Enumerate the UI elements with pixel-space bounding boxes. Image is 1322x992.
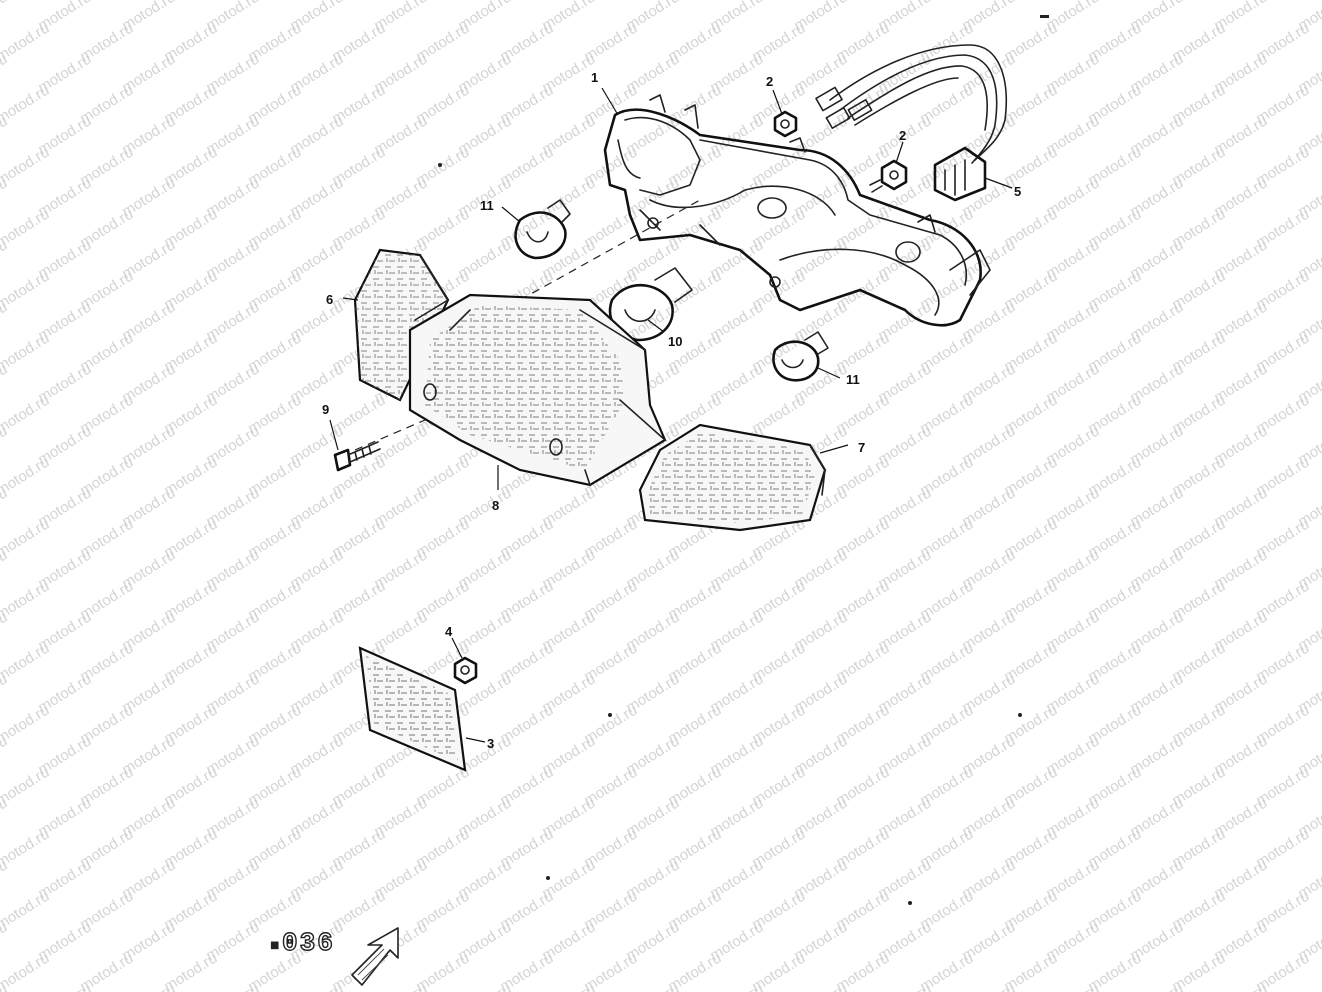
wire-connector-icon (933, 146, 987, 202)
watermark-text: motod.ru (1295, 981, 1322, 992)
nut-icon (773, 110, 798, 138)
watermark-text: motod.ru (959, 981, 1018, 992)
watermark-text: motod.ru (0, 826, 52, 872)
watermark-text: motod.ru (0, 516, 52, 562)
watermark-text: motod.ru (791, 981, 850, 992)
callout-11b: 11 (846, 372, 860, 387)
screw-icon (333, 441, 381, 472)
watermark-text: motod.ru (0, 764, 52, 810)
callout-9: 9 (322, 402, 329, 417)
page-reference: ■ 036 (270, 927, 399, 986)
watermark-text: motod.ru (0, 392, 52, 438)
watermark-text: motod.ru (1043, 981, 1102, 992)
watermark-text: motod.ru (0, 888, 52, 934)
watermark-text: motod.ru (0, 144, 52, 190)
watermark-text: motod.ru (0, 20, 52, 66)
callout-2b: 2 (899, 128, 906, 143)
right-turn-signal-lens (638, 423, 827, 532)
watermark-text: motod.ru (287, 981, 346, 992)
watermark-text: motod.ru (1127, 981, 1186, 992)
light-bulb-icon (514, 199, 571, 260)
wiring-harness (815, 44, 1008, 164)
nut-icon (453, 656, 478, 685)
callout-11a: 11 (480, 198, 494, 213)
callout-5: 5 (1014, 184, 1021, 199)
callout-7: 7 (858, 440, 865, 455)
light-bulb-icon (772, 331, 829, 382)
callout-1: 1 (591, 70, 598, 85)
watermark-text: motod.ru (371, 981, 430, 992)
callout-8: 8 (492, 498, 499, 513)
watermark-text: motod.ru (539, 981, 598, 992)
reference-number: 036 (282, 928, 335, 958)
nut-icon (869, 159, 908, 193)
callout-6: 6 (326, 292, 333, 307)
watermark-text: motod.ru (0, 82, 52, 128)
scan-specks (438, 15, 1049, 905)
watermark-text: motod.ru (875, 981, 934, 992)
callout-2a: 2 (766, 74, 773, 89)
arrow-up-right-icon (351, 927, 399, 986)
callout-4: 4 (445, 624, 453, 639)
callout-labels: 1 2 2 3 4 5 6 7 8 9 10 11 11 (322, 70, 1021, 751)
leader-lines (329, 87, 1013, 743)
watermark-text: motod.ru (0, 0, 10, 34)
watermark-text: motod.ru (455, 981, 514, 992)
watermark-text: motod.ru (0, 702, 52, 748)
watermark-text: motod.ru (203, 981, 262, 992)
watermark-text: motod.ru (35, 981, 94, 992)
callout-10: 10 (668, 334, 682, 349)
housing-bracket (603, 94, 991, 327)
watermark-text: motod.ru (1211, 981, 1270, 992)
watermark-text: motod.ru (0, 578, 52, 624)
reflector-plate (358, 646, 467, 772)
callout-3: 3 (487, 736, 494, 751)
watermark-text: motod.ru (0, 206, 52, 252)
watermark-text: motod.ru (0, 454, 52, 500)
watermark-text: motod.ru (0, 640, 52, 686)
tail-light-lens (408, 293, 667, 487)
watermark-text: motod.ru (0, 268, 52, 314)
watermark-text: motod.ru (0, 330, 52, 376)
watermark-text: motod.ru (623, 981, 682, 992)
watermark-text: motod.ru (0, 950, 52, 992)
watermark-text: motod.ru (119, 981, 178, 992)
reference-marker: ■ (270, 940, 279, 951)
watermark-text: motod.ru (707, 981, 766, 992)
